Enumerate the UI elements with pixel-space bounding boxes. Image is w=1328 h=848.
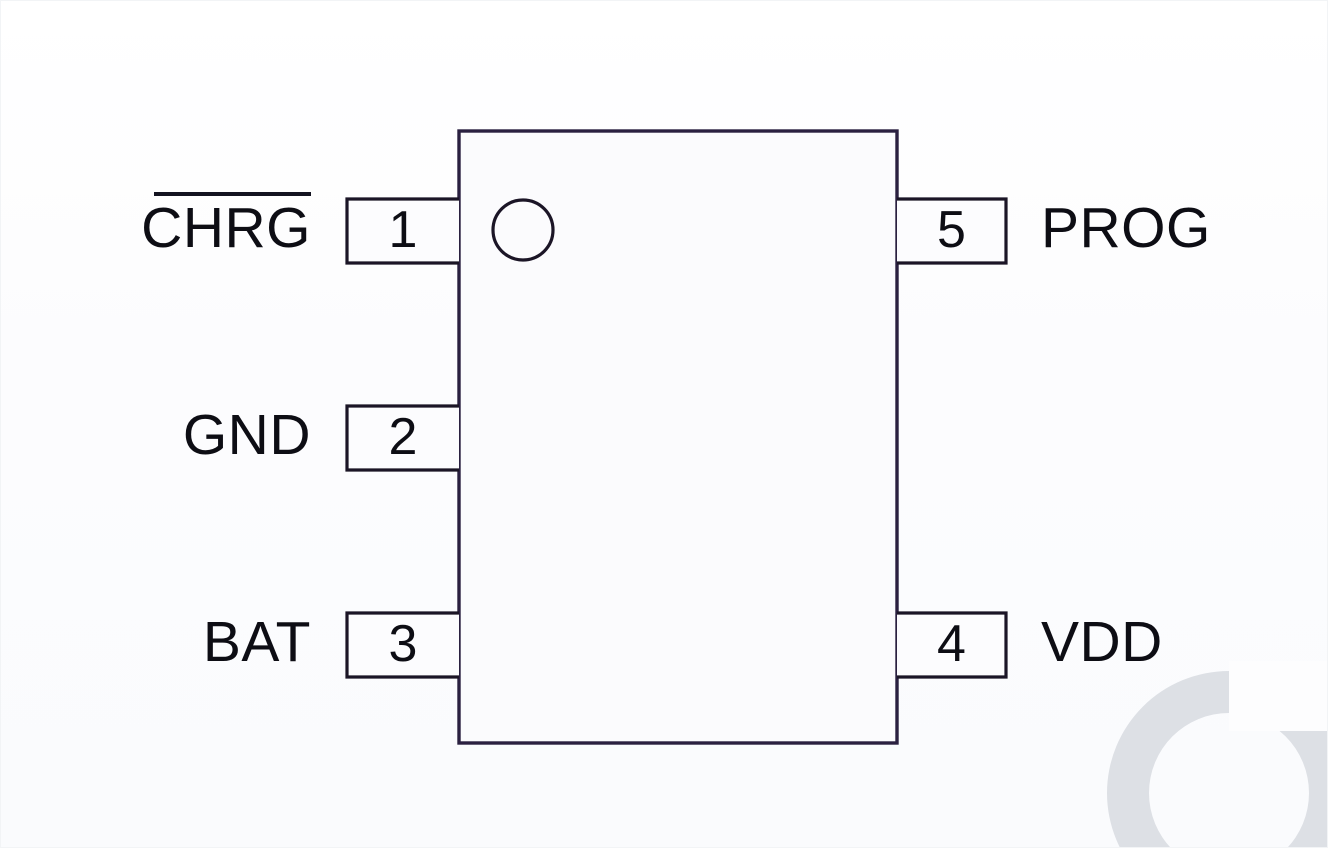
chrg-active-low-overbar bbox=[154, 192, 311, 196]
pin-number-4: 4 bbox=[937, 615, 966, 673]
pin-number-5: 5 bbox=[937, 201, 966, 259]
pin-box-5[interactable] bbox=[897, 197, 1008, 265]
pin-box-2[interactable] bbox=[345, 404, 459, 472]
ic-body-group bbox=[457, 129, 899, 745]
pin-label-bat: BAT bbox=[202, 610, 311, 674]
pin-label-gnd: GND bbox=[182, 403, 311, 467]
pin-box-4[interactable] bbox=[897, 611, 1008, 679]
ic-body-rect bbox=[457, 129, 899, 745]
pin-box-3[interactable] bbox=[345, 611, 459, 679]
pin-label-vdd: VDD bbox=[1041, 610, 1163, 674]
pin-label-chrg: CHRG bbox=[141, 196, 311, 260]
pin-number-2: 2 bbox=[388, 408, 418, 466]
pin-number-1: 1 bbox=[388, 201, 418, 259]
pin-box-1[interactable] bbox=[345, 197, 459, 265]
pin1-orientation-dot-icon bbox=[491, 198, 555, 262]
pin-number-3: 3 bbox=[388, 615, 418, 673]
pin-label-prog: PROG bbox=[1041, 196, 1211, 260]
pin-boxes-group bbox=[345, 197, 1008, 679]
